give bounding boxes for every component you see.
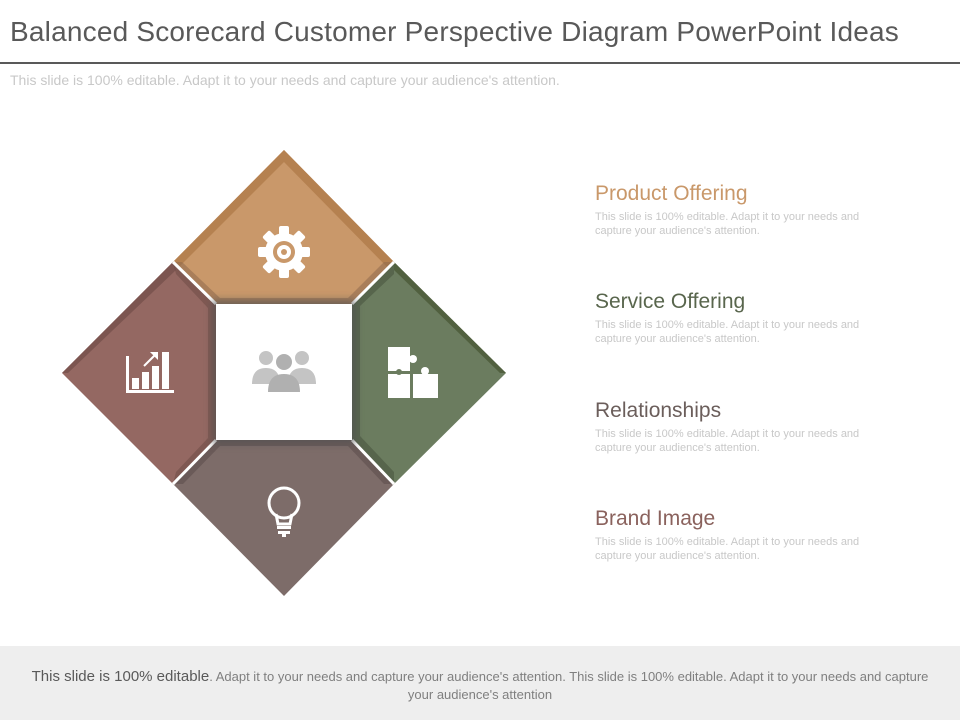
- item-description: This slide is 100% editable. Adapt it to…: [595, 319, 860, 345]
- item-service-offering: Service Offering This slide is 100% edit…: [595, 290, 895, 346]
- item-product-offering: Product Offering This slide is 100% edit…: [595, 182, 895, 238]
- footer-text: This slide is 100% editable. Adapt it to…: [20, 668, 940, 704]
- title-divider: [0, 62, 960, 64]
- bar-chart-growth-icon: [126, 352, 174, 393]
- lightbulb-icon: [267, 486, 301, 537]
- item-description: This slide is 100% editable. Adapt it to…: [595, 536, 860, 562]
- item-description: This slide is 100% editable. Adapt it to…: [595, 211, 860, 237]
- page-title: Balanced Scorecard Customer Perspective …: [10, 16, 899, 47]
- footer-body: . Adapt it to your needs and capture you…: [209, 669, 929, 702]
- segment-left: [62, 262, 216, 484]
- item-title: Product Offering: [595, 182, 748, 205]
- center-square: [212, 300, 356, 444]
- item-title: Brand Image: [595, 507, 716, 530]
- item-relationships: Relationships This slide is 100% editabl…: [595, 399, 895, 455]
- gear-icon: [258, 226, 310, 278]
- item-brand-image: Brand Image This slide is 100% editable.…: [595, 507, 895, 563]
- item-description: This slide is 100% editable. Adapt it to…: [595, 428, 860, 454]
- puzzle-icon: [388, 347, 438, 398]
- people-group-icon: [252, 351, 316, 392]
- footer-lead: This slide is 100% editable: [31, 668, 210, 685]
- segment-right: [352, 262, 506, 484]
- footer-bar: This slide is 100% editable. Adapt it to…: [0, 646, 960, 720]
- item-title: Relationships: [595, 399, 722, 422]
- item-title: Service Offering: [595, 290, 746, 313]
- page-subtitle: This slide is 100% editable. Adapt it to…: [10, 72, 560, 88]
- segment-separators: [171, 260, 396, 486]
